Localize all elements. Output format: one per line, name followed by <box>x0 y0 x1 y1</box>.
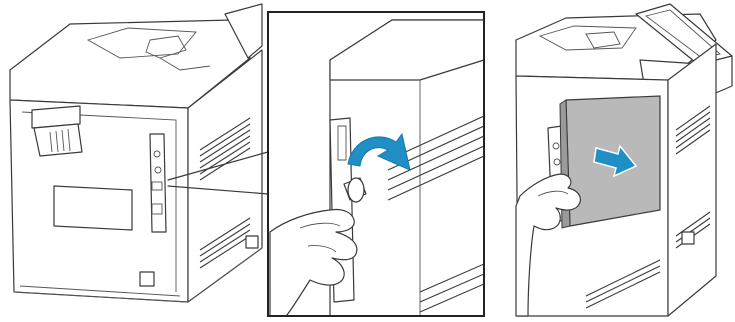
zoom-detail-panel <box>268 12 484 316</box>
power-switch-icon <box>246 236 258 248</box>
printer-rear-view-panel <box>10 4 262 302</box>
printer-door-open-panel <box>516 4 732 316</box>
power-switch-icon-2 <box>682 232 694 244</box>
